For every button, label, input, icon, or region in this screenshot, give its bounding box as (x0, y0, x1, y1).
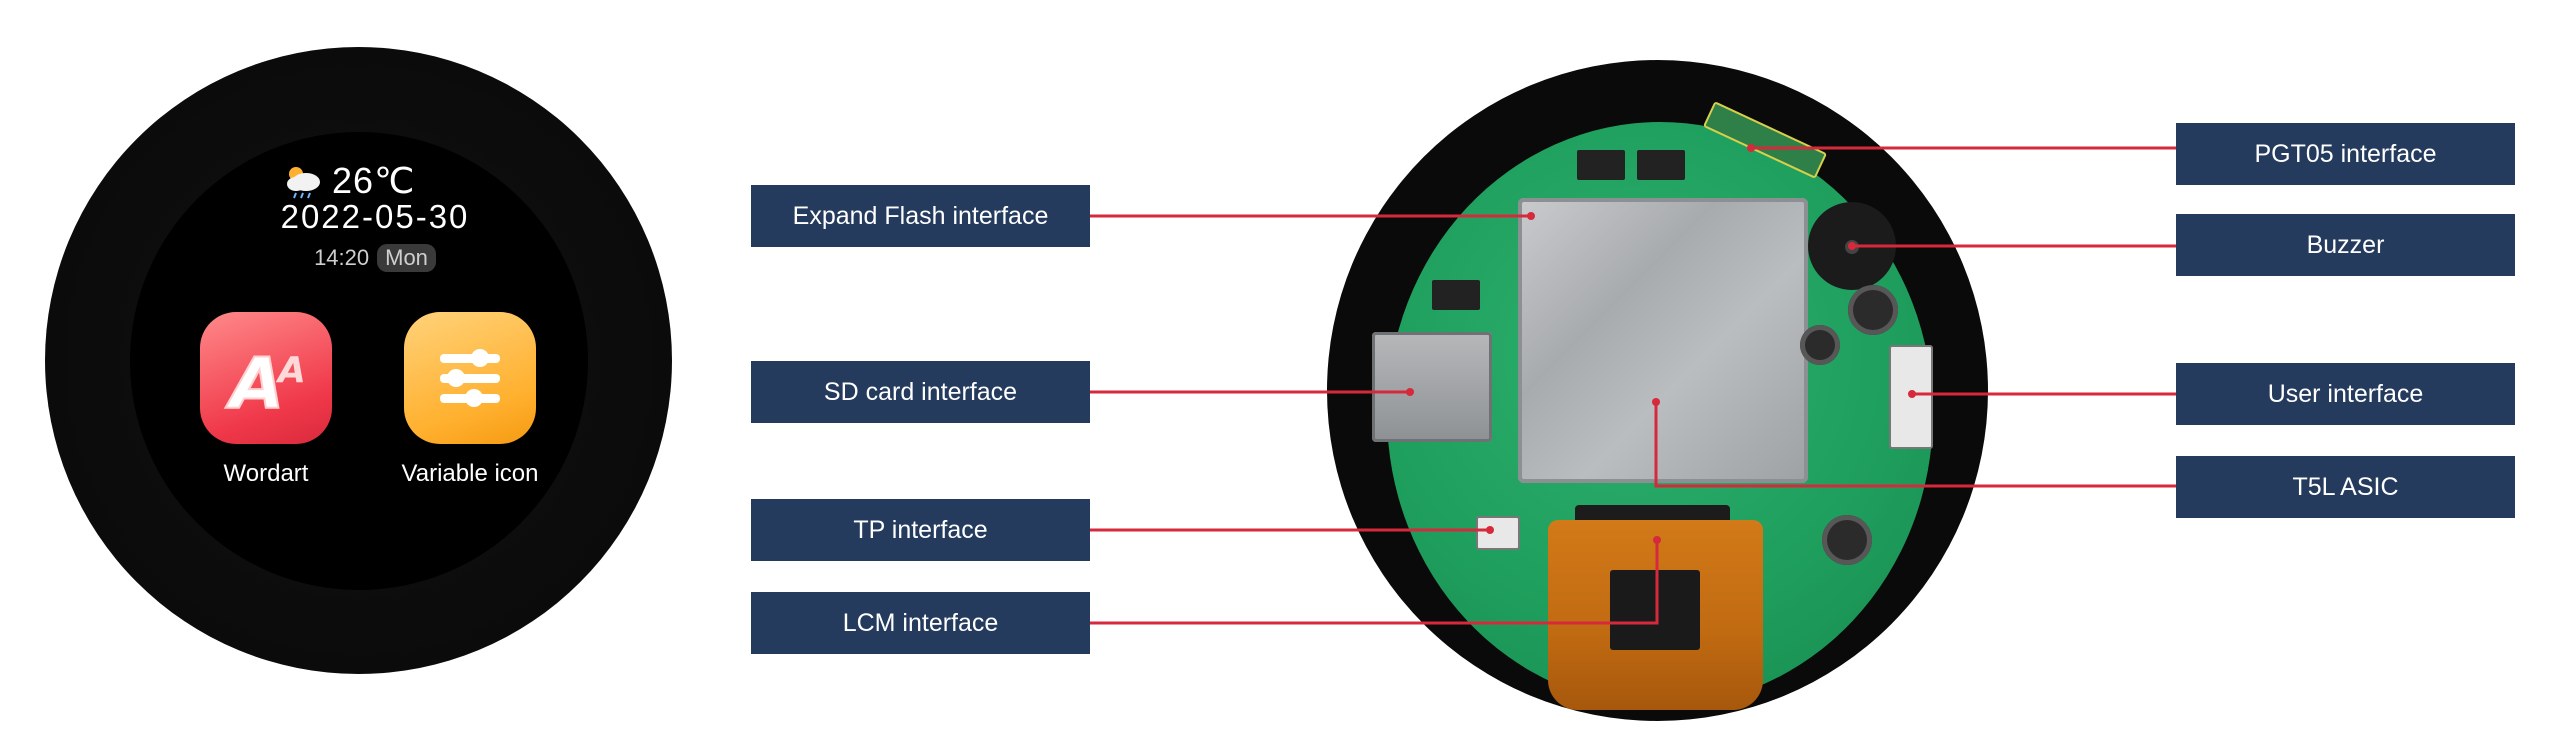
date-text: 2022-05-30 (280, 198, 470, 235)
callout-lcm-interface: LCM interface (751, 592, 1090, 654)
weather-cloud-sun-rain-icon (287, 167, 320, 199)
leader-dot (1747, 144, 1755, 152)
inductor (1800, 325, 1840, 365)
capacitor (1822, 515, 1872, 565)
leader-line-lcm (1089, 540, 1659, 625)
leader-dot (1848, 242, 1856, 250)
weather-widget: 26℃ (282, 156, 442, 206)
callout-user-interface: User interface (2176, 363, 2515, 425)
flash-chip (1432, 280, 1480, 310)
sd-card-slot (1372, 332, 1492, 442)
flash-chip (1637, 150, 1685, 180)
lcm-driver-chip (1610, 570, 1700, 650)
weekday-badge: Mon (377, 244, 436, 272)
callout-t5l-asic: T5L ASIC (2176, 456, 2515, 518)
time-row: 14:20 Mon (225, 244, 525, 272)
leader-dot (1653, 536, 1661, 544)
callout-sd-card-interface: SD card interface (751, 361, 1090, 423)
tp-connector (1476, 516, 1520, 550)
capacitor (1848, 285, 1898, 335)
callout-buzzer: Buzzer (2176, 214, 2515, 276)
svg-text:A: A (275, 350, 306, 391)
leader-dot (1406, 388, 1414, 396)
wordart-app-button[interactable]: A A (200, 312, 332, 444)
leader-dot (1486, 526, 1494, 534)
callout-tp-interface: TP interface (751, 499, 1090, 561)
leader-line-t5l-asic (1654, 402, 2176, 488)
flash-chip (1577, 150, 1625, 180)
leader-dot (1527, 212, 1535, 220)
variable-icon (440, 349, 500, 407)
callout-expand-flash-interface: Expand Flash interface (751, 185, 1090, 247)
time-text: 14:20 (314, 245, 370, 270)
leader-dot (1652, 398, 1660, 406)
wordart-icon: A A (224, 342, 306, 426)
svg-text:A: A (225, 343, 284, 425)
variable-icon-label: Variable icon (401, 460, 539, 487)
leader-dot (1908, 390, 1916, 398)
t5l-asic-shield (1518, 198, 1808, 483)
temperature-text: 26℃ (332, 160, 416, 201)
variable-icon-app-button[interactable] (404, 312, 536, 444)
wordart-label: Wordart (223, 460, 309, 487)
callout-pgt05-interface: PGT05 interface (2176, 123, 2515, 185)
